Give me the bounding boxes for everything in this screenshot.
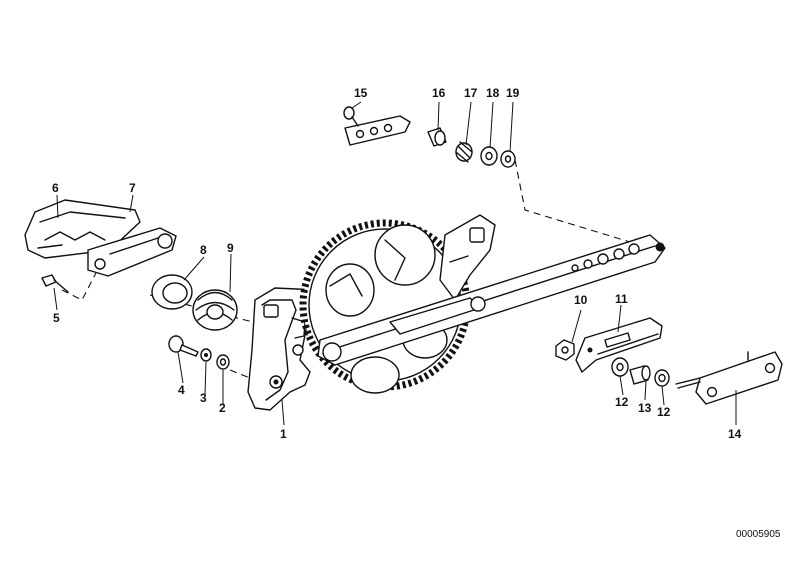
callout-17: 17	[464, 86, 478, 100]
callout-labels: 1 2 3 4 5 6 7 8 9 10 11 12 13 12 14 15 1…	[52, 86, 742, 441]
circlip-19	[500, 150, 516, 168]
callout-6: 6	[52, 181, 59, 195]
callout-15: 15	[354, 86, 368, 100]
ring-8	[151, 274, 193, 310]
screw-5	[41, 274, 69, 293]
washer-3	[200, 348, 212, 362]
nut-10	[555, 339, 575, 361]
bracket-11	[575, 317, 663, 373]
callout-18: 18	[486, 86, 500, 100]
lifting-arm	[317, 234, 666, 366]
callout-14: 14	[728, 427, 742, 441]
washer-12a	[611, 357, 629, 377]
callout-4: 4	[178, 383, 185, 397]
regulator-base-bracket	[247, 287, 321, 411]
spring-17	[455, 141, 473, 163]
bolt-4	[168, 335, 199, 357]
callout-12b: 12	[657, 405, 671, 419]
bushing-16	[427, 127, 447, 147]
document-number: 00005905	[736, 529, 781, 540]
callout-8: 8	[200, 243, 207, 257]
washer-18	[480, 146, 498, 166]
spring-9	[192, 289, 238, 331]
callout-19: 19	[506, 86, 520, 100]
callout-3: 3	[200, 391, 207, 405]
callout-12a: 12	[615, 395, 629, 409]
washer-12b	[654, 369, 670, 387]
callout-10: 10	[574, 293, 588, 307]
callout-13: 13	[638, 401, 652, 415]
callout-11: 11	[615, 292, 628, 306]
callout-5: 5	[53, 311, 60, 325]
arm-holes	[571, 243, 640, 272]
spacer-13	[629, 365, 651, 385]
leader-lines	[53, 101, 737, 426]
hinge-bracket	[87, 227, 177, 277]
plate-14	[675, 351, 783, 405]
callout-16: 16	[432, 86, 446, 100]
washer-2	[216, 354, 230, 370]
callout-2: 2	[219, 401, 226, 415]
plate-15	[343, 106, 411, 146]
gear-support-plate	[439, 214, 496, 301]
sector-gear	[299, 219, 471, 394]
callout-9: 9	[227, 241, 234, 255]
callout-7: 7	[129, 181, 136, 195]
callout-1: 1	[280, 427, 287, 441]
